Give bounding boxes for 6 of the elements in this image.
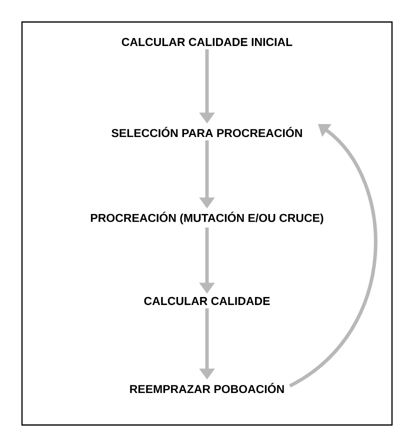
step-label: CALCULAR CALIDADE INICIAL: [122, 38, 292, 46]
step-label: PROCREACIÓN (MUTACIÓN E/OU CRUCE): [90, 212, 324, 224]
step-label: REEMPRAZAR POBOACIÓN: [130, 382, 284, 394]
step-label: CALCULAR CALIDADE: [144, 296, 270, 306]
arrow: [288, 124, 377, 388]
step-label: SELECCIÓN PARA PROCREACIÓN: [112, 126, 302, 138]
